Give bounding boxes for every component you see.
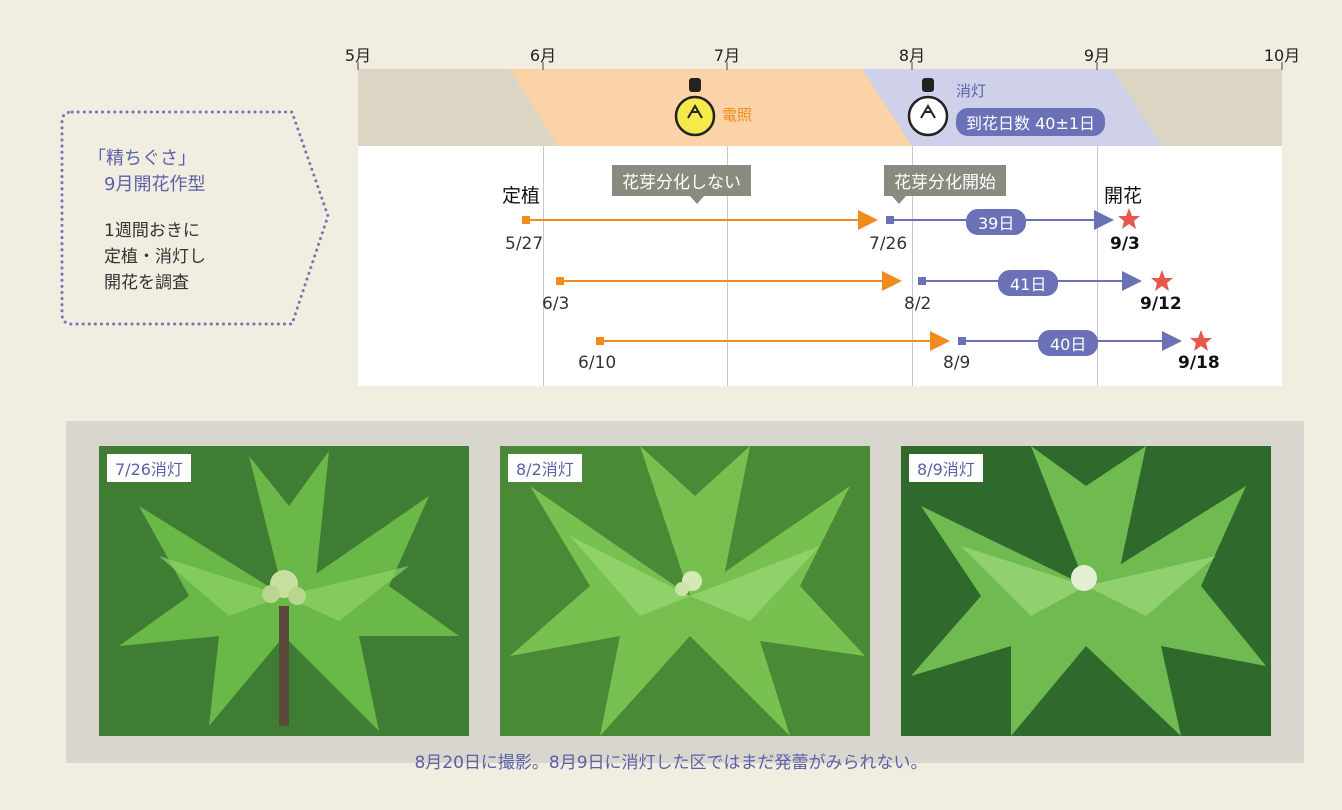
differentiation-start-bubble: 花芽分化開始 (884, 165, 1006, 204)
month-label-september: 9月 (1083, 46, 1111, 65)
plant-date-row3: 6/10 (578, 353, 617, 373)
gridline-september (1097, 146, 1098, 386)
days-to-flower-badge: 到花日数 40±1日 (956, 108, 1106, 136)
callout-title-line2: 9月開花作型 (104, 174, 206, 195)
callout-dotted-border (60, 110, 330, 326)
no-differentiation-bubble: 花芽分化しない (612, 165, 751, 204)
schedule-arrows (522, 208, 1212, 351)
photo-lights-off-7-26: 7/26消灯 (99, 446, 469, 736)
lights-off-date-row1: 7/26 (869, 234, 908, 254)
gridline-july (727, 146, 728, 386)
lights-off-label: 消灯 (956, 82, 987, 100)
flower-date-row2: 9/12 (1140, 294, 1182, 314)
photo-label-8-2: 8/2消灯 (508, 454, 582, 482)
flowering-label: 開花 (1104, 185, 1143, 207)
month-label-june: 6月 (529, 46, 557, 65)
no-differentiation-text: 花芽分化しない (622, 173, 741, 193)
days-badge-row2: 41日 (998, 270, 1059, 296)
photo-lights-off-8-2: 8/2消灯 (500, 446, 870, 736)
differentiation-start-text: 花芽分化開始 (894, 173, 996, 193)
planting-label: 定植 (502, 185, 541, 207)
callout-body-line2: 定植・消灯し (104, 247, 206, 267)
callout-title-line1: 「精ちぐさ」 (88, 148, 196, 169)
days-badge-row3: 40日 (1038, 330, 1099, 356)
month-label-july: 7月 (713, 46, 741, 65)
gridline-august (912, 146, 913, 386)
flower-star-row3 (1190, 330, 1212, 351)
flower-date-row1: 9/3 (1110, 234, 1140, 254)
flower-date-row3: 9/18 (1178, 353, 1220, 373)
photo-label-8-9: 8/9消灯 (909, 454, 983, 482)
plant-date-row1: 5/27 (505, 234, 544, 254)
gridline-june (543, 146, 544, 386)
chrysanthemum-leaves-image (901, 446, 1271, 736)
lightbulb-on-icon (674, 78, 716, 137)
plant-date-row2: 6/3 (542, 294, 570, 314)
photo-label-7-26: 7/26消灯 (107, 454, 191, 482)
month-label-october: 10月 (1263, 46, 1301, 65)
month-label-may: 5月 (344, 46, 372, 65)
chrysanthemum-leaves-image (500, 446, 870, 736)
lightbulb-off-icon (907, 78, 949, 137)
month-label-august: 8月 (898, 46, 926, 65)
photo-caption: 8月20日に撮影。8月9日に消灯した区ではまだ発蕾がみられない。 (414, 753, 928, 773)
flower-star-row2 (1151, 270, 1173, 291)
callout-body-line3: 開花を調査 (104, 273, 189, 293)
lights-off-date-row3: 8/9 (943, 353, 971, 373)
callout-body-line1: 1週間おきに (104, 221, 200, 241)
flower-star-row1 (1118, 208, 1140, 229)
days-badge-row1: 39日 (966, 209, 1027, 235)
photo-lights-off-8-9: 8/9消灯 (901, 446, 1271, 736)
timeline-chart-area (358, 146, 1282, 386)
chrysanthemum-leaves-image (99, 446, 469, 736)
lights-off-date-row2: 8/2 (904, 294, 932, 314)
lighting-label: 電照 (722, 106, 753, 124)
